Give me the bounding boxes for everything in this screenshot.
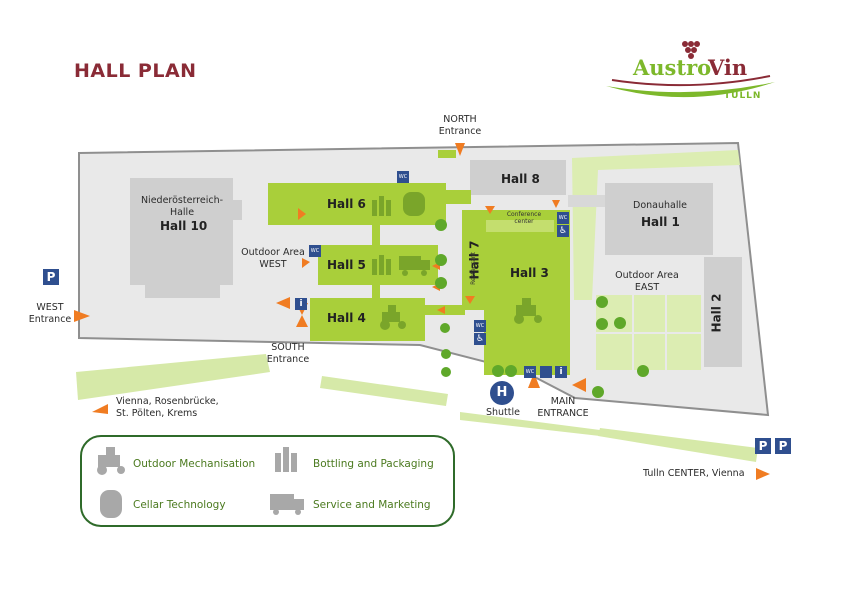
accessible-icon-hall7: ♿ (474, 333, 486, 345)
hall1-label: Hall 1 (641, 215, 680, 229)
info-icon-south: i (295, 298, 307, 310)
logo-vin: Vin (708, 55, 748, 80)
hall4-shape (310, 298, 425, 341)
green-curve-east (572, 150, 740, 300)
trees (435, 219, 649, 398)
outdoor-west-line1: Outdoor Area (241, 247, 305, 258)
hall6-label: Hall 6 (327, 197, 366, 211)
hall8-shape (470, 160, 566, 195)
hall2-label: Hall 2 (709, 293, 724, 333)
parking-east-icon: P (775, 438, 791, 454)
hall1-shape (605, 183, 713, 255)
vienna-line1: Vienna, Rosenbrücke, (116, 396, 219, 407)
legend-cellar-technology: Cellar Technology (133, 499, 226, 511)
green-strip-south (320, 376, 448, 406)
main-line2: ENTRANCE (537, 408, 589, 419)
shuttle-icon: H (490, 381, 514, 405)
main-line1: MAIN (550, 396, 576, 407)
west-entrance: WEST Entrance (22, 302, 78, 326)
hall10-name: Niederösterreich- Halle (134, 195, 230, 219)
accessible-icon-hall8: ♿ (557, 225, 569, 237)
legend-box (80, 435, 455, 527)
hall10-name-line2: Halle (169, 207, 195, 218)
page-title: HALL PLAN (74, 60, 197, 82)
hall10-shape (130, 178, 233, 285)
tractor-icon-hall4 (380, 305, 406, 330)
south-entrance: SOUTH Entrance (258, 342, 318, 366)
hall8-label: Hall 8 (501, 172, 540, 186)
outdoor-west-line2: WEST (259, 259, 287, 270)
wc-icon-main: WC (524, 366, 536, 378)
south-line2: Entrance (266, 354, 310, 365)
west-line1: WEST (36, 302, 64, 313)
van-icon-hall5 (399, 256, 430, 276)
outdoor-area-west: Outdoor Area WEST (236, 247, 310, 271)
legend-bottling-packaging: Bottling and Packaging (313, 458, 434, 470)
wc-icon-hall5: WC (309, 245, 321, 257)
barrel-icon-hall6 (403, 192, 425, 216)
wc-icon-hall7: WC (474, 320, 486, 332)
tractor-icon-hall3 (514, 298, 542, 324)
hall10-label: Hall 10 (160, 219, 208, 233)
conference-line2: center (514, 218, 534, 225)
vienna-line2: St. Pölten, Krems (116, 408, 198, 419)
logo-tulln: TULLN (724, 91, 762, 101)
atm-icon-main (540, 366, 552, 378)
wc-icon-hall8: WC (557, 212, 569, 224)
hall4-label: Hall 4 (327, 311, 366, 325)
main-entrance: MAIN ENTRANCE (533, 396, 593, 420)
hall3-shape (484, 210, 570, 375)
direction-vienna: Vienna, Rosenbrücke, St. Pölten, Krems (116, 396, 219, 420)
legend-van-icon (270, 494, 304, 515)
parking-accessible-icon: P (755, 438, 771, 454)
conference-center-label: Conference center (496, 211, 552, 225)
hall3-label: Hall 3 (510, 266, 549, 280)
direction-tulln: Tulln CENTER, Vienna (643, 468, 745, 479)
north-line1: NORTH (443, 114, 477, 125)
north-entrance: NORTH Entrance (430, 114, 490, 138)
legend-bottles-icon (275, 447, 297, 472)
green-north-patch (438, 150, 456, 158)
green-strip-se1 (598, 428, 758, 462)
outdoor-area-east: Outdoor Area EAST (610, 270, 684, 294)
conference-line1: Conference (506, 211, 542, 218)
south-line1: SOUTH (271, 342, 305, 353)
logo-swoosh (606, 82, 775, 98)
green-strip-sw (76, 354, 270, 400)
legend-tractor-icon (97, 447, 125, 475)
green-strip-se2 (460, 412, 600, 436)
west-line2: Entrance (28, 314, 72, 325)
bottles-icon-hall5 (372, 255, 391, 275)
info-icon-main: i (555, 366, 567, 378)
wc-icon-hall6: WC (397, 171, 409, 183)
grapes-icon (682, 41, 700, 59)
hall2-shape (704, 257, 742, 367)
legend-barrel-icon (100, 490, 122, 518)
hall5-label: Hall 5 (327, 258, 366, 272)
logo-austro: Austro (633, 55, 712, 80)
hall7-shape (462, 210, 484, 310)
parking-west-icon: P (43, 269, 59, 285)
north-line2: Entrance (438, 126, 482, 137)
bottles-icon-hall6 (372, 196, 391, 216)
shuttle-label: Shuttle (485, 407, 520, 418)
restaurant-label: Restaurant (469, 252, 477, 285)
hall10-name-line1: Niederösterreich- (140, 195, 224, 206)
hall1-name: Donauhalle (633, 200, 687, 211)
legend-service-marketing: Service and Marketing (313, 499, 431, 511)
legend-outdoor-mechanisation: Outdoor Mechanisation (133, 458, 256, 470)
outdoor-east-line1: Outdoor Area (615, 270, 679, 281)
outdoor-east-line2: EAST (634, 282, 660, 293)
